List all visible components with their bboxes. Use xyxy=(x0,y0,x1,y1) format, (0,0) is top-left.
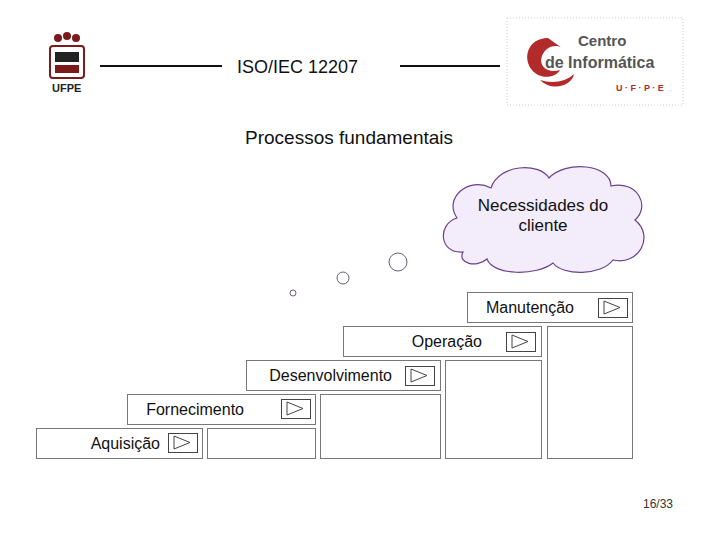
logo-text: UFPE xyxy=(52,82,81,94)
play-triangle xyxy=(411,369,427,382)
crest-flame xyxy=(54,34,62,42)
logo-text: Centro xyxy=(578,32,626,49)
thought-bubble xyxy=(389,253,407,271)
ufpe-crest xyxy=(50,32,84,78)
thought-bubble xyxy=(337,272,349,284)
process-box: Manutenção xyxy=(467,292,633,323)
play-triangle xyxy=(287,402,303,415)
logo-swirl xyxy=(540,74,574,87)
play-button xyxy=(406,367,435,386)
slide-title: ISO/IEC 12207 xyxy=(237,57,358,78)
logo-frame xyxy=(507,18,683,105)
empty-box xyxy=(208,429,316,459)
crest-flame xyxy=(63,32,71,40)
process-label: Desenvolvimento xyxy=(269,367,392,385)
play-button xyxy=(507,333,536,352)
process-box: Aquisição xyxy=(36,428,203,459)
cloud-text: Necessidades do cliente xyxy=(473,196,613,236)
process-label: Operação xyxy=(412,333,482,351)
process-label: Aquisição xyxy=(91,435,160,453)
logo-text: de Informática xyxy=(545,54,654,72)
play-triangle xyxy=(604,301,620,314)
empty-box xyxy=(548,327,633,459)
process-box: Desenvolvimento xyxy=(246,360,441,391)
play-button xyxy=(169,434,198,453)
play-button xyxy=(282,400,311,419)
empty-box xyxy=(446,361,542,459)
thought-bubble xyxy=(290,290,296,296)
crest-band xyxy=(55,52,79,62)
subtitle: Processos fundamentais xyxy=(245,127,453,149)
logo-text: U · F · P · E xyxy=(616,83,664,93)
header-rule xyxy=(400,65,500,67)
process-label: Fornecimento xyxy=(146,401,244,419)
crest-band xyxy=(55,65,79,73)
crest-flame xyxy=(72,34,80,42)
play-triangle xyxy=(512,335,528,348)
process-box: Operação xyxy=(343,326,542,357)
page-number: 16/33 xyxy=(643,497,673,511)
cloud-shape xyxy=(443,167,644,273)
play-triangle xyxy=(174,436,190,449)
thought-cloud: Necessidades do cliente xyxy=(433,160,653,277)
play-button xyxy=(599,299,628,318)
empty-box xyxy=(321,395,441,459)
process-label: Manutenção xyxy=(486,299,574,317)
crest-shield xyxy=(50,46,84,78)
process-box: Fornecimento xyxy=(127,394,316,425)
header-rule xyxy=(100,65,222,67)
